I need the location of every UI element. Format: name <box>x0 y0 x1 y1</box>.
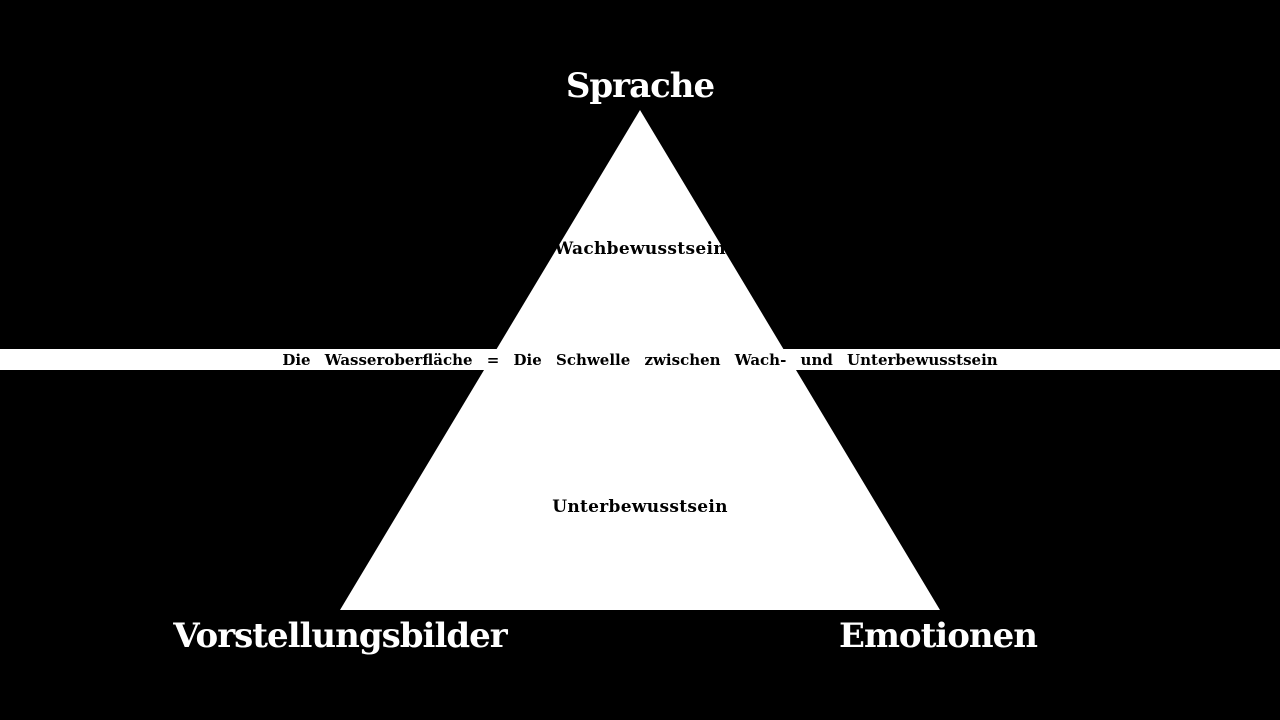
vertex-label-vorstellungsbilder: Vorstellungsbilder <box>173 616 507 656</box>
region-label-wachbewusstsein: Wachbewusstsein <box>554 239 726 259</box>
threshold-label: Die Wasseroberfläche = Die Schwelle zwis… <box>282 351 998 369</box>
region-label-unterbewusstsein: Unterbewusstsein <box>552 497 728 517</box>
vertex-label-emotionen: Emotionen <box>839 616 1038 656</box>
vertex-label-sprache: Sprache <box>565 66 715 106</box>
threshold-band <box>0 349 1280 370</box>
